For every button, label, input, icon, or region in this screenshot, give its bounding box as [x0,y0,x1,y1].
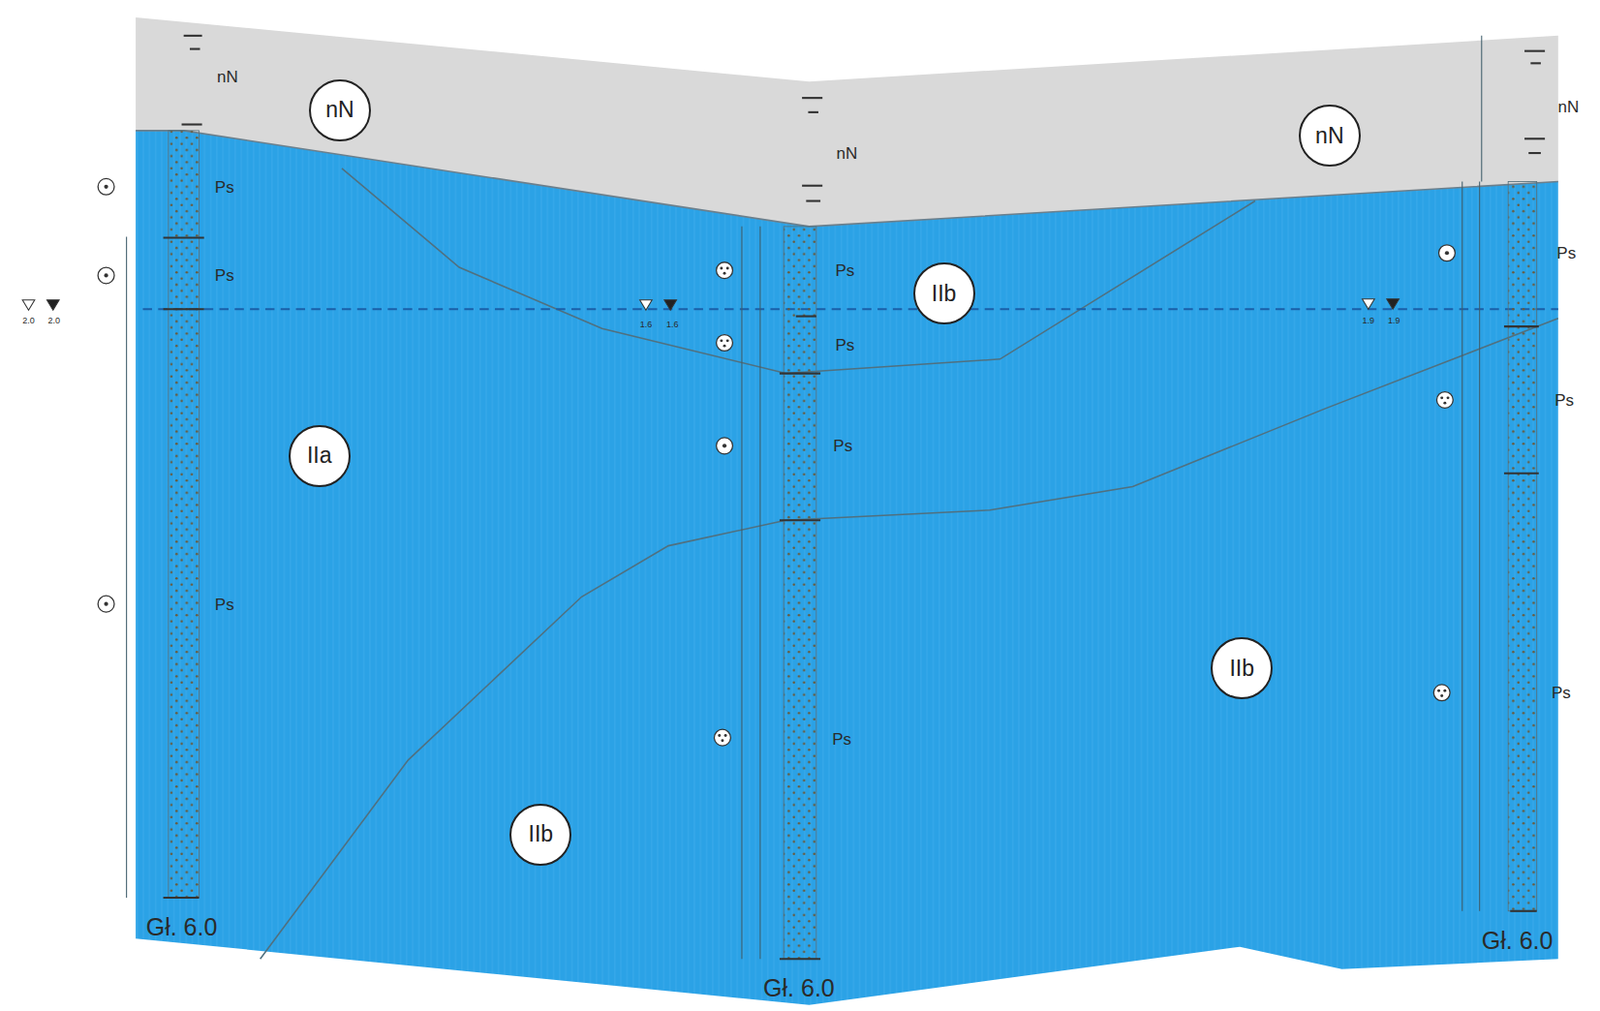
layer-circle: IIb [913,262,976,325]
section-label: Ps [215,595,235,613]
section-label: Ps [834,337,855,354]
section-label: Ps [832,437,853,455]
section-label: Ps [1554,392,1574,409]
borehole [168,130,200,898]
layer-code: nN [325,96,354,124]
section-label: 1.6 [640,320,653,330]
section-label: nN [836,145,859,162]
section-label: Gł. 6.0 [146,914,218,939]
borehole-ticks [163,35,1546,959]
section-label: Gł. 6.0 [1481,928,1554,954]
layer-circle: nN [1298,104,1361,167]
section-label: nN [1557,97,1579,115]
section-label: nN [216,68,239,86]
layer-code: IIb [1229,655,1255,682]
layer-circle: nN [308,79,371,142]
layer-code: IIb [528,821,554,848]
layer-code: IIb [931,280,957,308]
section-label: Ps [215,178,235,195]
section-label: 2.0 [48,315,62,325]
water-table [143,307,1559,310]
sample-dots [103,184,1449,743]
sand-layer [135,130,1559,1006]
section-label: 1.9 [1362,315,1376,325]
water-level-symbol [22,299,1399,311]
section-label: Ps [1556,245,1576,262]
guide-lines [126,35,1482,959]
layer-code: nN [1315,123,1344,150]
layer-circle: IIb [1210,637,1273,700]
layer-boundary [260,318,1559,960]
section-label: Ps [831,730,852,747]
section-label: Ps [834,262,855,279]
layer-code: IIa [307,442,333,469]
borehole [783,226,817,959]
section-label: Gł. 6.0 [763,975,835,1000]
section-label: Ps [1551,684,1571,702]
layer-circle: IIb [509,803,572,866]
layer-circle: IIa [288,425,351,488]
sample-symbol [97,178,1455,746]
section-label: Ps [215,267,235,284]
section-label: 1.6 [666,320,679,330]
section-label: 1.9 [1387,315,1401,325]
borehole [1507,182,1538,912]
section-label: 2.0 [22,315,35,325]
